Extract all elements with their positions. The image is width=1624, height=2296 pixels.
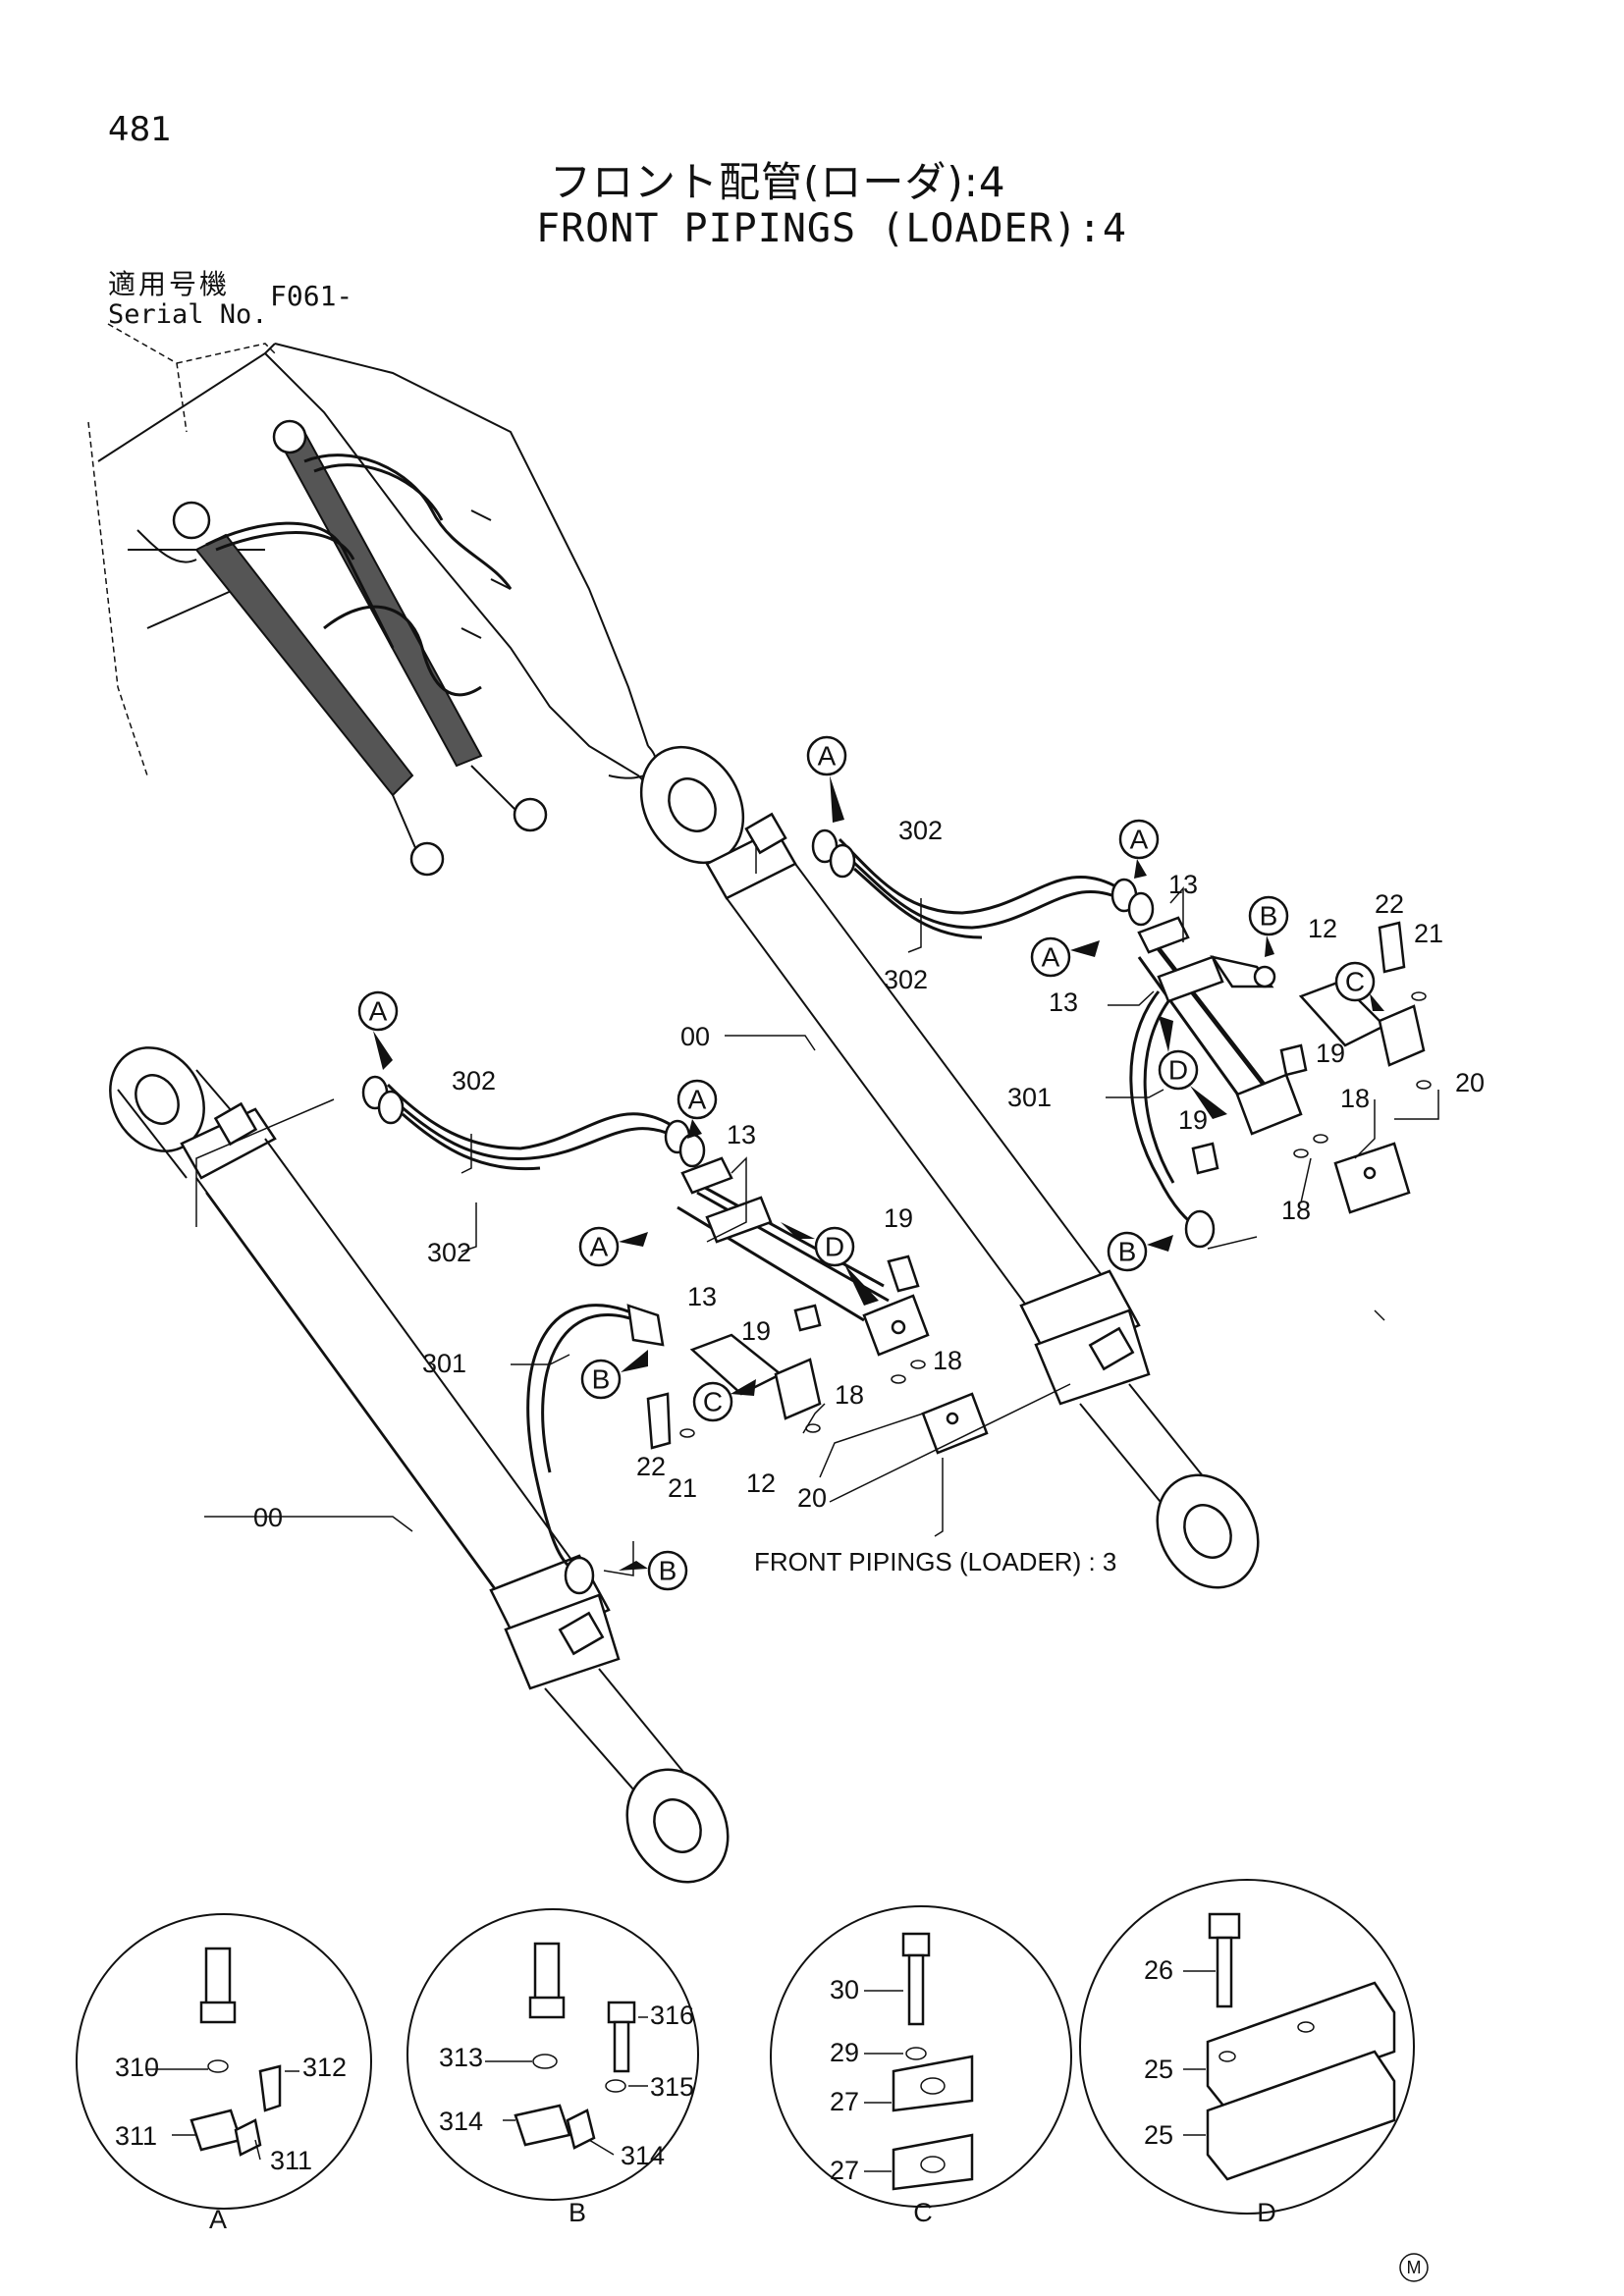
- detail-c: 30 29 27 27 C: [770, 1905, 1072, 2227]
- marker-b-3-letter: B: [1260, 901, 1278, 932]
- detail-b: 313 314 314 316 315 B: [406, 1908, 699, 2227]
- detail-c-label: C: [913, 2198, 933, 2227]
- callout-302-right-bottom: 302: [884, 965, 928, 994]
- callout-19-left-mid: 19: [741, 1316, 771, 1346]
- marker-b-1-letter: B: [592, 1364, 611, 1395]
- callout-20-right: 20: [1455, 1068, 1485, 1097]
- callout-12-left: 12: [746, 1468, 776, 1498]
- callout-22-right: 22: [1375, 889, 1404, 919]
- callout-311-right: 311: [270, 2146, 312, 2175]
- serial-label-english: Serial No.: [108, 299, 268, 330]
- detail-a-label: A: [209, 2205, 227, 2234]
- callout-12-right: 12: [1308, 914, 1337, 943]
- marker-a-5: [1118, 819, 1160, 860]
- marker-a-6: [1030, 936, 1071, 978]
- corner-mark-letter: M: [1407, 2258, 1422, 2277]
- reference-note: FRONT PIPINGS (LOADER) : 3: [754, 1547, 1116, 1576]
- detail-d-label: D: [1257, 2198, 1276, 2227]
- callout-18-right-b: 18: [1281, 1196, 1311, 1225]
- callout-20-left: 20: [797, 1483, 827, 1513]
- detail-a: 310 311 311 312 A: [76, 1913, 372, 2234]
- marker-a-3: [578, 1226, 620, 1267]
- marker-b-2-letter: B: [659, 1556, 677, 1586]
- page-title-japanese: フロント配管(ローダ):4: [550, 158, 1006, 206]
- callout-30: 30: [830, 1975, 859, 2004]
- marker-d-2-letter: D: [1168, 1055, 1188, 1086]
- callout-316: 316: [650, 2001, 694, 2030]
- callout-13-right-top: 13: [1168, 870, 1198, 899]
- serial-number-value: F061-: [270, 280, 353, 312]
- marker-b-4-letter: B: [1118, 1237, 1137, 1267]
- marker-b-4: [1107, 1231, 1148, 1272]
- callout-18-left-a: 18: [933, 1346, 962, 1375]
- marker-a-1: [357, 990, 399, 1032]
- callout-19-left-top: 19: [884, 1203, 913, 1233]
- detail-reference-markers: A A A A A A B B B: [357, 735, 1384, 1591]
- callout-302-left-bottom: 302: [427, 1238, 471, 1267]
- callout-25-top: 25: [1144, 2055, 1173, 2084]
- callout-301-right: 301: [1007, 1083, 1052, 1112]
- marker-c-1-letter: C: [703, 1387, 723, 1417]
- serial-label-japanese: 適用号機: [108, 268, 231, 300]
- callout-27-bottom: 27: [830, 2156, 859, 2185]
- marker-a-1-letter: A: [369, 996, 388, 1027]
- part-number-callouts: 00 00 302 302 302 302 301 301 13 13 13 1…: [253, 816, 1485, 1576]
- leader-lines: [195, 844, 1439, 1576]
- marker-a-5-letter: A: [1130, 825, 1149, 855]
- marker-d-1: [814, 1226, 855, 1267]
- marker-a-4: [806, 735, 847, 776]
- callout-21-right: 21: [1414, 919, 1443, 948]
- marker-c-2: [1334, 961, 1376, 1002]
- callout-27-top: 27: [830, 2087, 859, 2116]
- marker-a-2-letter: A: [688, 1085, 707, 1115]
- marker-b-3: [1248, 895, 1289, 936]
- marker-c-1: [692, 1381, 733, 1422]
- callout-302-right-top: 302: [898, 816, 943, 845]
- callout-301-left: 301: [422, 1349, 466, 1378]
- left-piping-group: [361, 1075, 989, 1595]
- marker-c-2-letter: C: [1345, 967, 1365, 997]
- marker-a-2: [677, 1079, 718, 1120]
- callout-315: 315: [650, 2072, 694, 2102]
- marker-d-2: [1158, 1049, 1199, 1091]
- right-piping-group: [811, 828, 1432, 1249]
- callout-18-left-b: 18: [835, 1380, 864, 1410]
- callout-19-right-bottom: 19: [1178, 1105, 1208, 1135]
- marker-d-1-letter: D: [825, 1232, 844, 1262]
- callout-21-left: 21: [668, 1473, 697, 1503]
- callout-314-left: 314: [439, 2107, 483, 2136]
- callout-25-bottom: 25: [1144, 2120, 1173, 2150]
- callout-13-left-top: 13: [727, 1120, 756, 1149]
- callout-310: 310: [115, 2053, 159, 2082]
- callout-302-left-top: 302: [452, 1066, 496, 1095]
- callout-29: 29: [830, 2038, 859, 2067]
- detail-d: 26 25 25 D: [1079, 1879, 1415, 2227]
- callout-00-right: 00: [680, 1022, 710, 1051]
- page-title-english: FRONT PIPINGS (LOADER):4: [536, 206, 1127, 251]
- left-cylinder-assembly: [109, 1046, 730, 1884]
- marker-b-2: [647, 1550, 688, 1591]
- right-cylinder-assembly: [639, 745, 1260, 1589]
- corner-mark: M: [1399, 2253, 1429, 2282]
- callout-13-left-bottom: 13: [687, 1282, 717, 1311]
- page-number: 481: [108, 110, 172, 149]
- machine-overview-sketch: [87, 323, 657, 877]
- marker-a-3-letter: A: [590, 1232, 609, 1262]
- callout-00-left: 00: [253, 1503, 283, 1532]
- callout-312: 312: [302, 2053, 347, 2082]
- marker-a-6-letter: A: [1042, 942, 1060, 973]
- callout-19-right-top: 19: [1316, 1039, 1345, 1068]
- detail-b-label: B: [568, 2198, 586, 2227]
- callout-314-right: 314: [621, 2141, 665, 2170]
- callout-22-left: 22: [636, 1452, 666, 1481]
- callout-18-right-a: 18: [1340, 1084, 1370, 1113]
- callout-13-right-bottom: 13: [1049, 988, 1078, 1017]
- callout-311-left: 311: [115, 2121, 157, 2151]
- callout-26: 26: [1144, 1955, 1173, 1985]
- marker-a-4-letter: A: [818, 741, 837, 772]
- marker-b-1: [580, 1359, 622, 1400]
- callout-313: 313: [439, 2043, 483, 2072]
